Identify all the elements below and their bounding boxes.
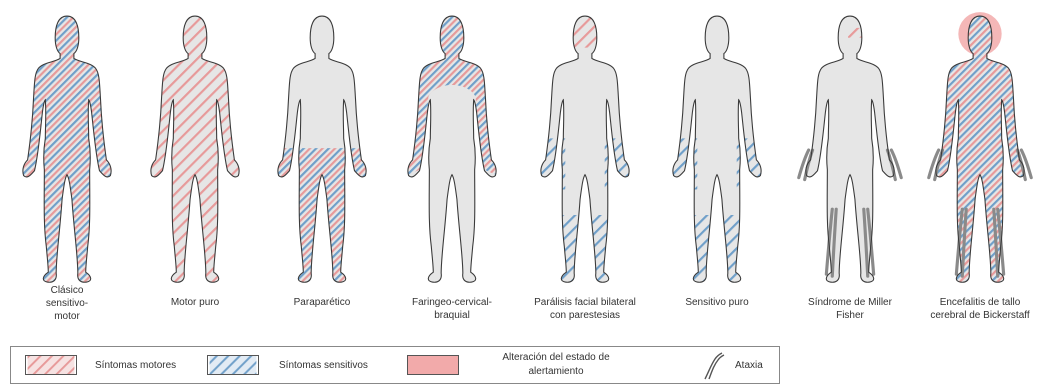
panel-caption-line: Fisher	[785, 309, 915, 322]
panel-caption-line: Faringeo-cervical-	[387, 296, 517, 309]
legend-arousal-label-line1: Alteración del estado de	[491, 351, 621, 364]
panel-caption-line: Encefalitis de tallo	[915, 296, 1045, 309]
panel-caption-2: Motor puro	[130, 296, 260, 309]
body-figure-3	[263, 2, 381, 298]
body-figure-4	[393, 2, 511, 298]
panel-caption-4: Faringeo-cervical-braquial	[387, 296, 517, 322]
legend-sensory-swatch	[207, 355, 259, 375]
panel-caption-line: cerebral de Bickerstaff	[915, 309, 1045, 322]
legend: Síntomas motores Síntomas sensitivos Alt…	[10, 346, 780, 384]
panel-caption-6: Sensitivo puro	[652, 296, 782, 309]
panel-caption-line: Parálisis facial bilateral	[520, 296, 650, 309]
panel-caption-line: Motor puro	[130, 296, 260, 309]
panel-caption-line: Sensitivo puro	[652, 296, 782, 309]
legend-motor-swatch	[25, 355, 77, 375]
legend-ataxia-label: Ataxia	[735, 359, 763, 372]
sensory-full-region	[8, 2, 126, 298]
body-figure-7	[791, 2, 909, 298]
legend-arousal-swatch	[407, 355, 459, 375]
body-figure-2	[136, 2, 254, 298]
legend-sensory-label: Síntomas sensitivos	[279, 359, 368, 372]
body-figure-8	[921, 2, 1039, 298]
panel-caption-line: sensitivo-	[2, 297, 132, 310]
panel-caption-line: Síndrome de Miller	[785, 296, 915, 309]
motor-full-region	[136, 2, 254, 298]
legend-arousal-label-line2: alertamiento	[491, 365, 621, 378]
panel-caption-3: Paraparético	[257, 296, 387, 309]
panel-caption-line: con parestesias	[520, 309, 650, 322]
panel-caption-line: braquial	[387, 309, 517, 322]
panel-caption-line: Paraparético	[257, 296, 387, 309]
panel-caption-line: motor	[2, 310, 132, 323]
panel-caption-line: Clásico	[2, 284, 132, 297]
ataxia-icon	[699, 351, 729, 381]
body-figure-1	[8, 2, 126, 298]
body-figure-5	[526, 2, 644, 298]
legend-motor-label: Síntomas motores	[95, 359, 176, 372]
body-figure-6	[658, 2, 776, 298]
